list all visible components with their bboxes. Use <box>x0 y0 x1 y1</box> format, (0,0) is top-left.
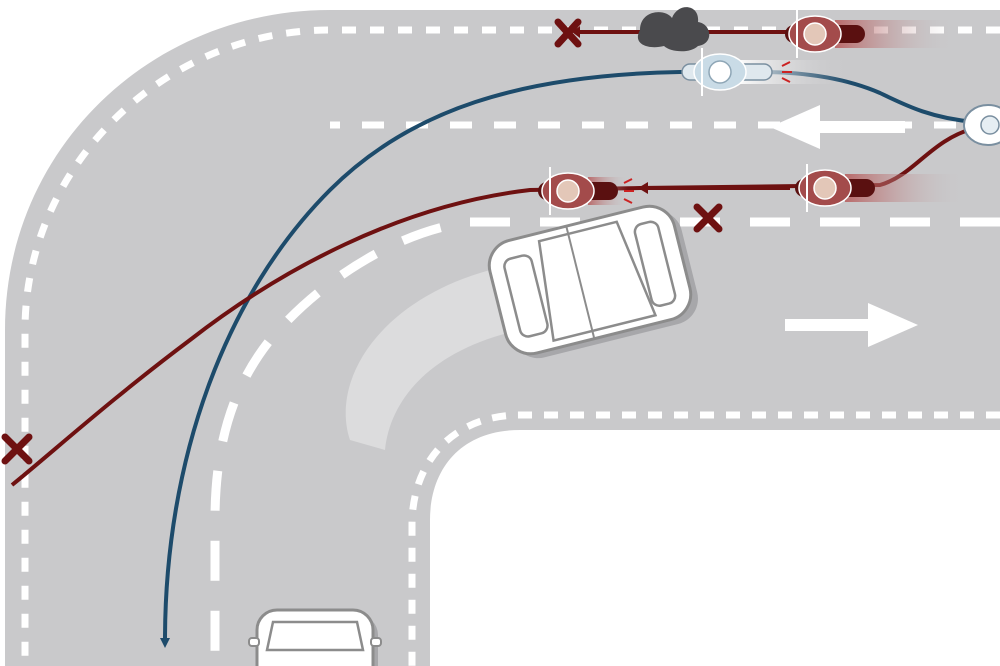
brake-light-icon <box>781 61 792 83</box>
wrong-line-wide <box>10 126 976 487</box>
correct-line-arrowhead <box>160 638 170 648</box>
correct-line <box>163 70 976 641</box>
inner-edge-line <box>408 411 1000 666</box>
center-line <box>210 217 1000 666</box>
lane-arrow-left <box>770 105 905 149</box>
outer-edge-line <box>21 26 1000 666</box>
car-on-curve <box>487 204 698 359</box>
motorcycle-mid-red-front <box>538 167 634 215</box>
road-surface <box>5 10 1000 666</box>
wrong-line-top-arrowhead <box>572 26 580 38</box>
motorcycle-right-edge <box>963 104 1000 146</box>
road-hazard-blob <box>637 7 710 52</box>
lane-arrow-right <box>785 303 918 347</box>
motorcycle-top-blue <box>681 48 850 96</box>
cross-icon <box>693 203 723 233</box>
lane-markings <box>21 26 1000 666</box>
car-bottom <box>248 608 382 666</box>
cross-icon <box>554 18 582 48</box>
road-body <box>5 10 1000 666</box>
motorcycle-top-red <box>785 10 955 58</box>
wrong-line-middle-arrowhead <box>638 182 648 194</box>
car-motion-trail <box>345 270 520 450</box>
motorcycle-mid-red-back <box>795 164 965 212</box>
cross-icon <box>1 433 33 465</box>
